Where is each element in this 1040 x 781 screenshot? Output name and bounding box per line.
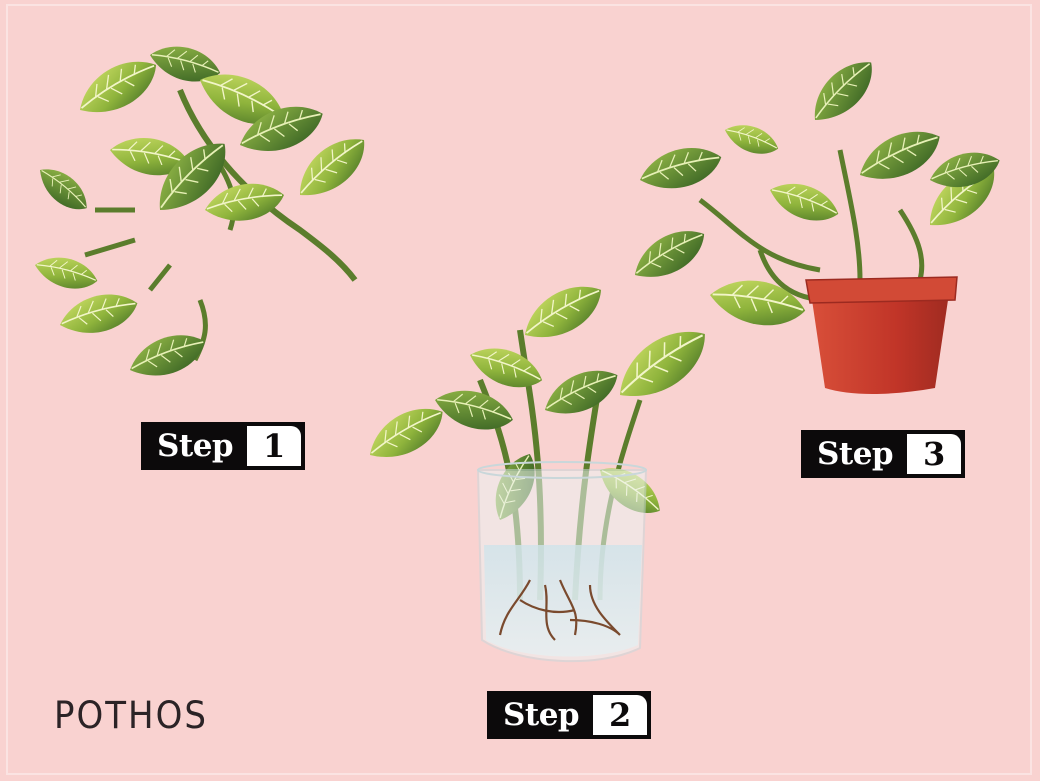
- step-2-label: Step 2: [487, 691, 651, 739]
- step-1-label: Step 1: [141, 422, 305, 470]
- plant-name-caption: POTHOS: [54, 694, 208, 738]
- step-number: 1: [247, 426, 301, 466]
- step-number: 3: [907, 434, 961, 474]
- step-3-label: Step 3: [801, 430, 965, 478]
- step-word: Step: [801, 430, 907, 478]
- step-word: Step: [487, 691, 593, 739]
- step-word: Step: [141, 422, 247, 470]
- step-number: 2: [593, 695, 647, 735]
- step-1-cutting: [31, 36, 377, 383]
- step-2-water-jar: [360, 276, 719, 662]
